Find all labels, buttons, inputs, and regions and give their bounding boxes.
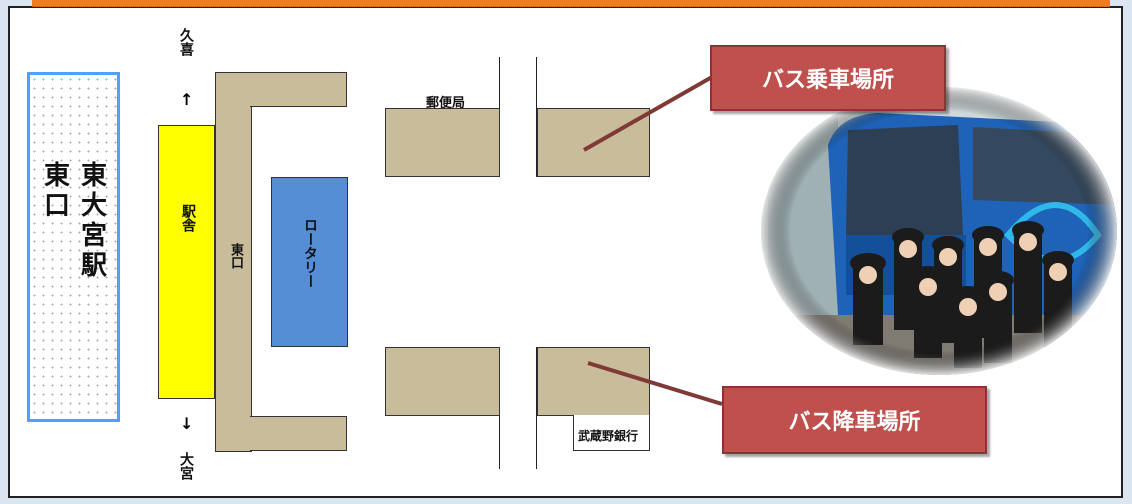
east-exit-label: 東口: [228, 243, 243, 269]
alighting-callout: バス降車場所: [722, 386, 987, 454]
boarding-pointer-line: [583, 75, 713, 152]
alighting-callout-label: バス降車場所: [788, 410, 921, 435]
north-direction-label: 久喜: [178, 28, 194, 56]
post-office-block: [385, 108, 500, 177]
south-direction-label: 大宮: [178, 452, 194, 480]
east-exit-bottom-arm: [250, 416, 347, 451]
road-line-east-bottom: [536, 347, 537, 469]
post-office-label: 郵便局: [426, 96, 466, 111]
road-line-east-top: [536, 57, 537, 177]
rotary-label: ロータリー: [302, 218, 318, 288]
east-exit-corridor: 東口: [215, 72, 252, 452]
rotary: ロータリー: [271, 177, 348, 347]
alighting-block: [537, 347, 650, 416]
south-arrow-icon: ↓: [180, 414, 194, 433]
station-building: 駅舎: [158, 125, 215, 399]
southwest-block: [385, 347, 500, 416]
alighting-pointer-line: [587, 361, 723, 406]
station-label: 東大宮駅 東口: [39, 161, 107, 311]
bank-box: [573, 415, 650, 451]
top-banner-bar: [32, 0, 1110, 7]
station-building-label: 駅舎: [180, 204, 196, 232]
east-exit-top-arm: [250, 72, 347, 107]
station-sign: 東大宮駅 東口: [27, 72, 120, 422]
north-arrow-icon: ↑: [180, 90, 194, 109]
bank-label: 武蔵野銀行: [578, 429, 639, 443]
boarding-callout: バス乗車場所: [710, 45, 946, 111]
boarding-callout-label: バス乗車場所: [761, 68, 894, 93]
